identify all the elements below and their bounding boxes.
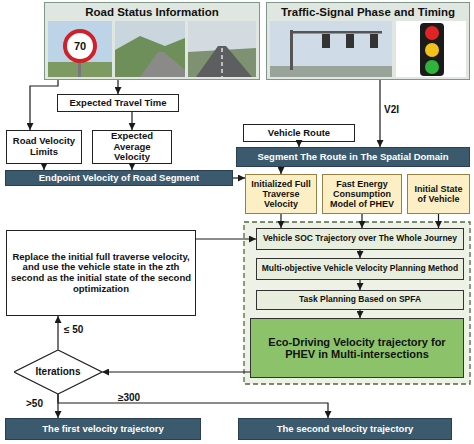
edge-label: V2I <box>384 104 399 115</box>
flow-arrow <box>196 238 256 239</box>
output-bar: The second velocity trajectory <box>238 418 452 440</box>
edge-label: ≥300 <box>118 392 140 403</box>
node-text: Endpoint Velocity of Road Segment <box>39 173 199 184</box>
flow-arrow <box>131 112 132 130</box>
node-text: Multi-objective Vehicle Velocity Plannin… <box>262 264 458 273</box>
edge-label: ≤ 50 <box>64 324 83 335</box>
node-text: Segment The Route in The Spatial Domain <box>257 152 448 163</box>
flow-arrow <box>438 214 439 228</box>
process-box: Expected Average Velocity <box>92 130 172 164</box>
decision-diamond: Iterations <box>14 350 102 394</box>
panel-title: Traffic-Signal Phase and Timing <box>281 6 455 19</box>
process-box: Multi-objective Vehicle Velocity Plannin… <box>256 258 464 280</box>
node-text: Vehicle Route <box>268 128 330 139</box>
output-bar: The first velocity trajectory <box>5 418 201 440</box>
flow-arrow <box>379 80 380 147</box>
panel-title: Road Status Information <box>85 6 219 19</box>
input-box: Initialized Full Traverse Velocity <box>245 174 317 214</box>
process-box: Vehicle SOC Trajectory over The Whole Jo… <box>256 228 464 250</box>
edge-label: >50 <box>26 398 43 409</box>
flow-arrow <box>57 394 58 418</box>
node-text: Initialized Full Traverse Velocity <box>249 179 313 209</box>
flow-arrow <box>30 80 58 130</box>
flow-arrow <box>117 80 118 94</box>
flow-arrow <box>359 310 360 318</box>
flow-arrow <box>359 250 360 258</box>
flow-arrow <box>280 214 281 228</box>
node-text: Expected Average Velocity <box>96 131 168 163</box>
dashed-group-frame <box>244 222 470 384</box>
process-box: Task Planning Based on SPFA <box>256 290 464 310</box>
node-text: Task Planning Based on SPFA <box>299 295 421 304</box>
node-text: Replace the initial full traverse veloci… <box>10 252 192 295</box>
process-box: Expected Travel Time <box>57 94 179 112</box>
node-text: Road Velocity Limits <box>10 136 78 157</box>
flow-arrow <box>359 280 360 290</box>
stage-bar: Endpoint Velocity of Road Segment <box>5 170 233 186</box>
diamond-shape <box>14 350 102 394</box>
flow-arrow <box>58 394 328 418</box>
flow-arrow <box>280 167 281 174</box>
node-text: The first velocity trajectory <box>42 424 163 435</box>
result-box: Eco-Driving Velocity trajectory for PHEV… <box>250 318 464 378</box>
flow-arrow <box>233 177 245 178</box>
node-text: Expected Travel Time <box>70 98 167 109</box>
speed-limit-number: 70 <box>68 40 92 52</box>
node-text: Iterations <box>35 366 80 377</box>
flow-arrow <box>102 371 250 372</box>
input-box: Initial State of Vehicle <box>407 174 470 214</box>
process-box: Vehicle Route <box>243 124 355 142</box>
process-box: Replace the initial full traverse veloci… <box>6 230 196 316</box>
process-box: Road Velocity Limits <box>6 130 82 164</box>
input-box: Fast Energy Consumption Model of PHEV <box>322 174 402 214</box>
node-text: Initial State of Vehicle <box>411 184 466 204</box>
node-text: The second velocity trajectory <box>277 424 414 435</box>
flow-arrow <box>57 316 58 350</box>
flow-arrow <box>361 214 362 228</box>
node-text: Eco-Driving Velocity trajectory for PHEV… <box>254 336 460 361</box>
input-panel: Traffic-Signal Phase and Timing <box>266 2 470 80</box>
node-text: Vehicle SOC Trajectory over The Whole Jo… <box>263 234 457 243</box>
stage-bar: Segment The Route in The Spatial Domain <box>236 147 470 167</box>
node-text: Fast Energy Consumption Model of PHEV <box>326 179 398 209</box>
